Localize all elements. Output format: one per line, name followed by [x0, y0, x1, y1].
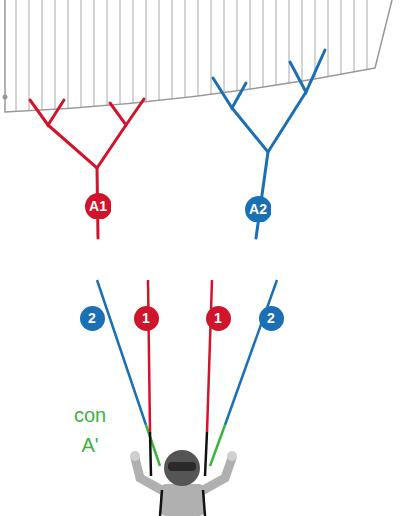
group-callout: A1	[85, 193, 112, 220]
callout-text: A2	[249, 202, 267, 216]
pilot-figure	[130, 450, 237, 516]
riser-callout: 2	[259, 306, 284, 331]
group-callout: A2	[245, 196, 272, 223]
line-note: con A'	[70, 400, 110, 460]
wing-outline	[5, 0, 392, 112]
red-line-tree	[30, 99, 144, 238]
callout-text: 1	[142, 311, 150, 325]
riser-callout: 1	[134, 306, 159, 331]
callout-text: 2	[88, 311, 96, 325]
wing-cells	[16, 0, 367, 111]
riser-callout: 1	[206, 306, 231, 331]
blue-line-tree	[213, 50, 325, 238]
callout-text: A1	[89, 199, 107, 213]
riser-lines	[97, 280, 277, 476]
callout-text: 1	[214, 311, 222, 325]
callout-text: 2	[267, 311, 275, 325]
riser-callout: 2	[80, 306, 105, 331]
wing-dot	[3, 95, 8, 100]
